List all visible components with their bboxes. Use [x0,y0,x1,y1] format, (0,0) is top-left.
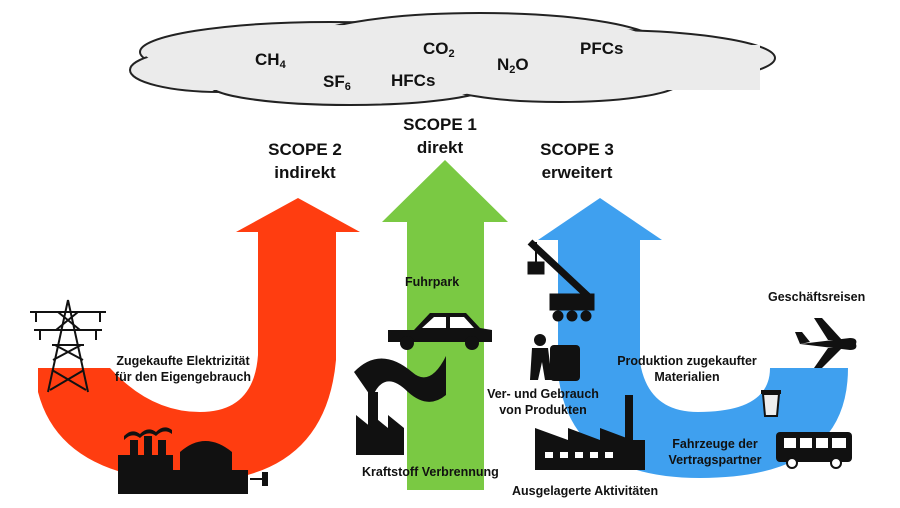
power-pylon-icon [30,299,106,393]
car-icon [388,313,492,350]
scope2-arrow [38,198,360,482]
gas-pfcs: PFCs [580,39,624,58]
label-geschaeftsreisen: Geschäftsreisen [768,290,866,304]
label-fuhrpark: Fuhrpark [405,275,460,289]
gas-n2o: N2O [497,55,529,76]
gas-ch4: CH4 [255,50,286,71]
crane-icon [527,239,595,322]
factory-icon [535,395,645,470]
factory-smoke-icon [354,356,446,455]
trash-can-icon [761,390,781,417]
gas-co2: CO2 [423,39,455,60]
gas-sf6: SF6 [323,72,351,93]
label-kraftstoff: Kraftstoff Verbrennung [362,465,499,479]
airplane-icon [795,318,857,368]
worker-icon [530,334,580,381]
power-plant-icon [118,427,268,494]
label-ausgelagert: Ausgelagerte Aktivitäten [512,484,659,498]
gas-hfcs: HFCs [391,71,436,90]
bus-icon [776,432,852,469]
